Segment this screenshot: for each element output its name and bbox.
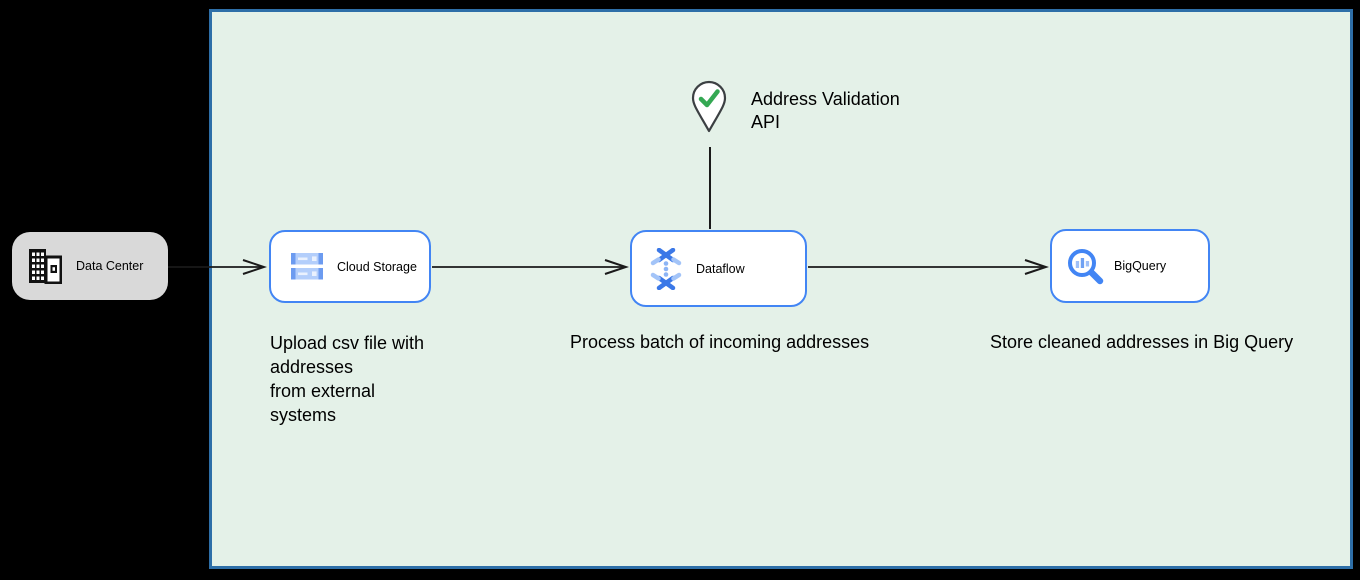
dataflow-icon	[648, 247, 684, 290]
caption-process-batch: Process batch of incoming addresses	[570, 332, 870, 352]
node-label: Cloud Storage	[337, 259, 417, 274]
node-label: Dataflow	[696, 261, 745, 276]
bigquery-icon	[1066, 247, 1104, 285]
node-cloud-storage[interactable]: Cloud Storage	[269, 230, 431, 303]
validation-api-label: Address Validation API	[751, 89, 900, 132]
validation-pin-icon[interactable]	[691, 80, 727, 134]
node-label: BigQuery	[1114, 259, 1167, 273]
caption-upload-csv: Upload csv file with addresses from exte…	[270, 333, 425, 425]
node-dataflow[interactable]: Dataflow	[630, 230, 807, 307]
building-icon	[28, 248, 62, 284]
caption-store-cleaned: Store cleaned addresses in Big Query	[990, 332, 1294, 352]
cloud-storage-icon	[289, 251, 325, 282]
node-data-center[interactable]: Data Center	[12, 232, 168, 300]
node-label: Data Center	[76, 259, 144, 273]
node-bigquery[interactable]: BigQuery	[1050, 229, 1210, 303]
